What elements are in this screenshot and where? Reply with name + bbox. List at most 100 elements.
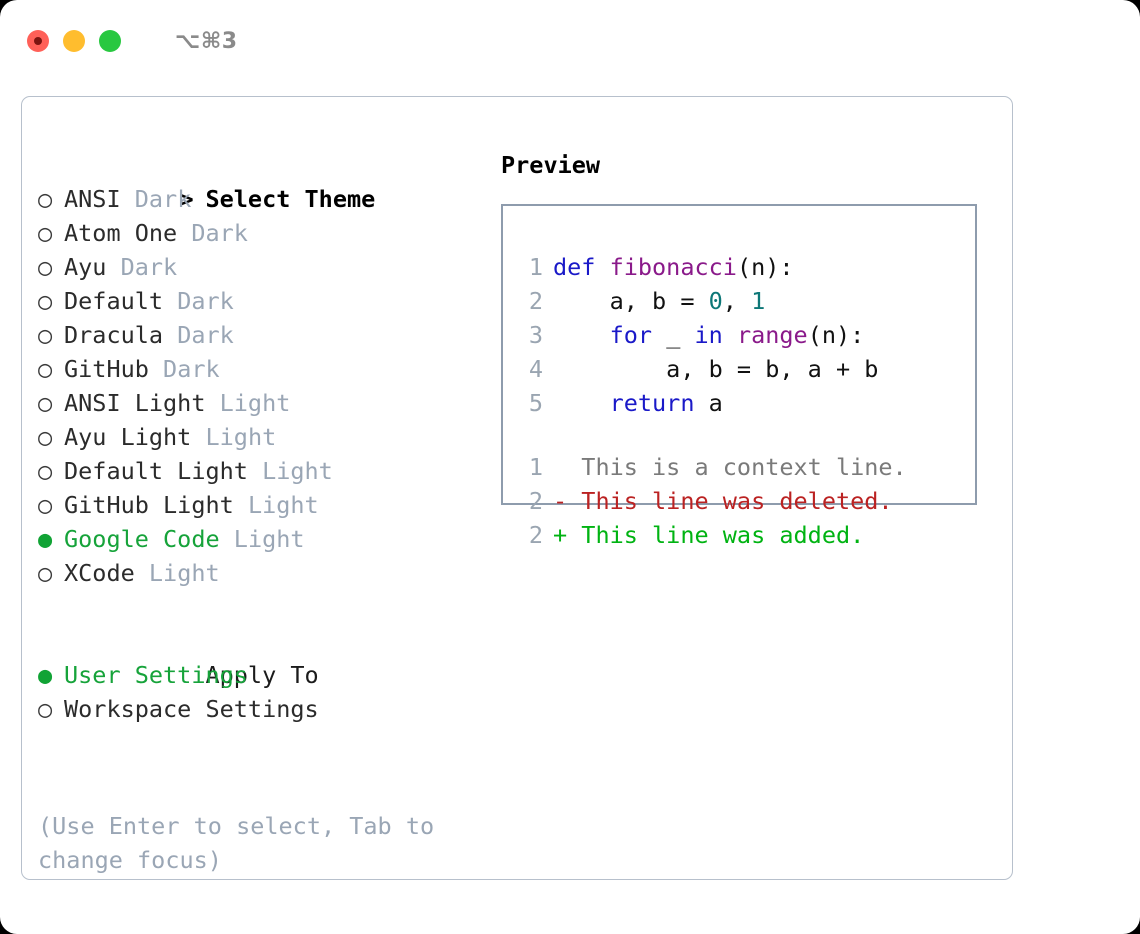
theme-name-label: ANSI xyxy=(64,185,121,213)
theme-list-item[interactable]: ○ Dracula Dark xyxy=(38,318,488,352)
theme-label-gap xyxy=(177,219,191,247)
theme-list-item[interactable]: ○ Default Dark xyxy=(38,284,488,318)
radio-empty-icon: ○ xyxy=(38,355,67,383)
diff-line: 2+ This line was added. xyxy=(517,518,969,552)
code-token-txt: , xyxy=(722,287,752,315)
zoom-button-icon[interactable] xyxy=(99,30,121,52)
theme-name-label: Google Code xyxy=(64,525,220,553)
diff-marker: - xyxy=(553,487,582,515)
theme-name-label: Ayu xyxy=(64,253,107,281)
section-spacer xyxy=(38,590,488,624)
apply-to-item[interactable]: ○ Workspace Settings xyxy=(38,692,488,726)
theme-list-item[interactable]: ○ Ayu Light Light xyxy=(38,420,488,454)
apply-to-list: ● User Settings○ Workspace Settings xyxy=(38,658,488,726)
code-token-kw: def xyxy=(553,253,610,281)
minimize-button-icon[interactable] xyxy=(63,30,85,52)
radio-selected-icon: ● xyxy=(38,661,67,689)
theme-variant-tag: Light xyxy=(148,559,220,587)
code-line: 3 for _ in range(n): xyxy=(517,318,969,352)
theme-label-gap xyxy=(191,423,205,451)
diff-text: This is a context line. xyxy=(581,453,907,481)
code-token-txt: a, b = b, a + b xyxy=(553,355,879,383)
panel-columns: > Select Theme ○ ANSI Dark○ Atom One Dar… xyxy=(22,97,1012,879)
code-line: 4 a, b = b, a + b xyxy=(517,352,969,386)
code-token-kw: in xyxy=(694,321,723,349)
code-token-txt xyxy=(723,321,737,349)
theme-name-label: Default Light xyxy=(64,457,248,485)
line-number: 1 xyxy=(528,253,543,281)
apply-to-item[interactable]: ● User Settings xyxy=(38,658,488,692)
radio-empty-icon: ○ xyxy=(38,491,67,519)
code-token-punc: (n): xyxy=(736,253,794,281)
theme-variant-tag: Light xyxy=(262,457,333,485)
code-token-txt: a, b = xyxy=(553,287,709,315)
radio-empty-icon: ○ xyxy=(38,287,67,315)
theme-variant-tag: Dark xyxy=(120,253,178,281)
code-token-kw: return xyxy=(553,389,695,417)
theme-list-item[interactable]: ○ Default Light Light xyxy=(38,454,488,488)
radio-empty-icon: ○ xyxy=(38,695,67,723)
theme-label-gap xyxy=(248,457,262,485)
theme-label-gap xyxy=(121,185,135,213)
code-token-kw: for xyxy=(553,321,653,349)
diff-sample: 1 This is a context line.2- This line wa… xyxy=(517,450,969,552)
theme-name-label: Dracula xyxy=(64,321,164,349)
theme-label-gap xyxy=(205,389,219,417)
line-number: 5 xyxy=(528,389,543,417)
code-line: 2 a, b = 0, 1 xyxy=(517,284,969,318)
select-theme-header: > Select Theme xyxy=(38,148,488,213)
radio-empty-icon: ○ xyxy=(38,219,67,247)
theme-list-item[interactable]: ○ Ayu Dark xyxy=(38,250,488,284)
radio-selected-icon: ● xyxy=(38,525,67,553)
apply-to-header: Apply To xyxy=(38,624,488,689)
radio-empty-icon: ○ xyxy=(38,423,67,451)
theme-variant-tag: Light xyxy=(233,525,305,553)
theme-label-gap xyxy=(106,253,120,281)
main-panel: > Select Theme ○ ANSI Dark○ Atom One Dar… xyxy=(21,96,1013,880)
keyboard-hint-text: (Use Enter to select, Tab to change focu… xyxy=(38,812,449,874)
radio-empty-icon: ○ xyxy=(38,389,67,417)
theme-variant-tag: Light xyxy=(205,423,277,451)
theme-name-label: GitHub xyxy=(64,355,149,383)
radio-empty-icon: ○ xyxy=(38,321,67,349)
theme-variant-tag: Dark xyxy=(191,219,248,247)
preview-title: Preview xyxy=(501,151,601,179)
theme-list-item[interactable]: ○ Atom One Dark xyxy=(38,216,488,250)
theme-list-item[interactable]: ● Google Code Light xyxy=(38,522,488,556)
code-token-num: 0 xyxy=(708,287,723,315)
theme-list-item[interactable]: ○ GitHub Light Light xyxy=(38,488,488,522)
theme-variant-tag: Light xyxy=(219,389,291,417)
theme-label-gap xyxy=(135,559,149,587)
theme-list-item[interactable]: ○ ANSI Light Light xyxy=(38,386,488,420)
radio-empty-icon: ○ xyxy=(38,185,67,213)
theme-label-gap xyxy=(163,287,177,315)
theme-list-item[interactable]: ○ GitHub Dark xyxy=(38,352,488,386)
line-number: 4 xyxy=(528,355,543,383)
code-token-num: 1 xyxy=(751,287,766,315)
theme-name-label: Ayu Light xyxy=(64,423,192,451)
code-token-punc: (n): xyxy=(807,321,865,349)
apply-to-header-label: Apply To xyxy=(205,661,319,689)
theme-label-gap xyxy=(149,355,163,383)
diff-line: 2- This line was deleted. xyxy=(517,484,969,518)
line-number: 2 xyxy=(528,521,543,549)
diff-text: This line was added. xyxy=(581,521,865,549)
apply-to-item-label: User Settings xyxy=(64,661,248,689)
window-controls xyxy=(27,30,121,52)
select-theme-header-label: Select Theme xyxy=(205,185,376,213)
theme-name-label: Default xyxy=(64,287,164,315)
theme-picker: > Select Theme ○ ANSI Dark○ Atom One Dar… xyxy=(38,148,488,726)
keyboard-shortcut-label: ⌥⌘3 xyxy=(175,28,238,54)
theme-list-item[interactable]: ○ XCode Light xyxy=(38,556,488,590)
theme-name-label: Atom One xyxy=(64,219,178,247)
theme-variant-tag: Dark xyxy=(134,185,192,213)
line-number: 3 xyxy=(528,321,543,349)
close-button-icon[interactable] xyxy=(27,30,49,52)
theme-list-item[interactable]: ○ ANSI Dark xyxy=(38,182,488,216)
diff-line: 1 This is a context line. xyxy=(517,450,969,484)
theme-list: ○ ANSI Dark○ Atom One Dark○ Ayu Dark○ De… xyxy=(38,182,488,590)
